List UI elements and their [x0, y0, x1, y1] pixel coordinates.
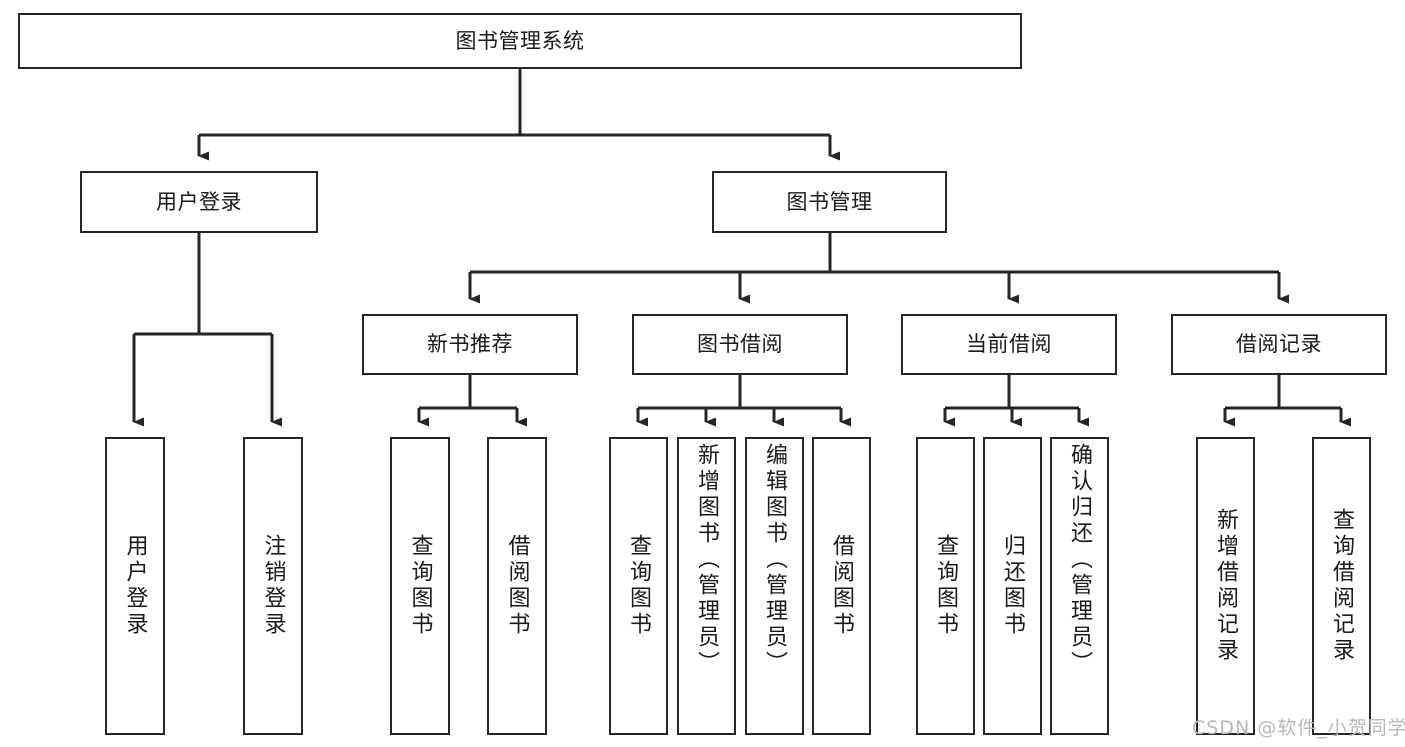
leaf-return-book[interactable]: 归还图书 [983, 437, 1042, 735]
leaf-query-book-rec[interactable]: 查询图书 [390, 437, 450, 735]
connector-newbook-to-leaves [417, 375, 527, 427]
leaf-borrow-book-rec[interactable]: 借阅图书 [487, 437, 547, 735]
node-current-borrow[interactable]: 当前借阅 [901, 314, 1117, 375]
leaf-add-borrow-record[interactable]: 新增借阅记录 [1196, 437, 1255, 735]
connector-borrowrecord-to-leaves [1223, 375, 1351, 427]
node-book-borrow[interactable]: 图书借阅 [632, 314, 848, 375]
node-book-borrow-label: 图书借阅 [697, 332, 783, 357]
leaf-logout-label: 注销登录 [260, 534, 286, 638]
node-book-manage[interactable]: 图书管理 [712, 171, 947, 233]
leaf-borrow-book[interactable]: 借阅图书 [812, 437, 871, 735]
leaf-add-book-admin-label: 新增图书（管理员） [694, 443, 720, 677]
leaf-return-book-label: 归还图书 [1000, 534, 1026, 638]
node-current-borrow-label: 当前借阅 [966, 332, 1052, 357]
node-new-book-recommend[interactable]: 新书推荐 [362, 314, 578, 375]
connector-root-to-level2 [197, 69, 840, 161]
leaf-query-book-current-label: 查询图书 [933, 534, 959, 638]
node-root-label: 图书管理系统 [455, 28, 585, 53]
connector-userlogin-to-leaves [132, 233, 282, 427]
leaf-confirm-return-admin[interactable]: 确认归还（管理员） [1050, 437, 1109, 735]
leaf-query-book-rec-label: 查询图书 [407, 534, 433, 638]
node-user-login[interactable]: 用户登录 [80, 171, 318, 233]
leaf-query-book-borrow[interactable]: 查询图书 [609, 437, 668, 735]
leaf-query-borrow-record[interactable]: 查询借阅记录 [1312, 437, 1371, 735]
leaf-confirm-return-admin-label: 确认归还（管理员） [1067, 443, 1093, 677]
leaf-edit-book-admin-label: 编辑图书（管理员） [762, 443, 788, 677]
node-new-book-recommend-label: 新书推荐 [427, 332, 513, 357]
node-borrow-record[interactable]: 借阅记录 [1171, 314, 1387, 375]
leaf-query-borrow-record-label: 查询借阅记录 [1329, 508, 1355, 664]
leaf-edit-book-admin[interactable]: 编辑图书（管理员） [745, 437, 804, 735]
leaf-logout[interactable]: 注销登录 [243, 437, 303, 735]
leaf-query-book-borrow-label: 查询图书 [626, 534, 652, 638]
node-root[interactable]: 图书管理系统 [18, 13, 1022, 69]
connector-bookmanage-to-level3 [468, 233, 1289, 304]
leaf-query-book-current[interactable]: 查询图书 [916, 437, 975, 735]
leaf-user-login[interactable]: 用户登录 [105, 437, 165, 735]
node-borrow-record-label: 借阅记录 [1236, 332, 1322, 357]
leaf-borrow-book-label: 借阅图书 [829, 534, 855, 638]
leaf-add-borrow-record-label: 新增借阅记录 [1213, 508, 1239, 664]
leaf-add-book-admin[interactable]: 新增图书（管理员） [677, 437, 736, 735]
node-user-login-label: 用户登录 [156, 189, 242, 214]
leaf-borrow-book-rec-label: 借阅图书 [504, 534, 530, 638]
leaf-user-login-label: 用户登录 [122, 534, 148, 638]
node-book-manage-label: 图书管理 [786, 189, 873, 214]
connector-currentborrow-to-leaves [943, 375, 1089, 427]
connector-bookborrow-to-leaves [636, 375, 851, 427]
